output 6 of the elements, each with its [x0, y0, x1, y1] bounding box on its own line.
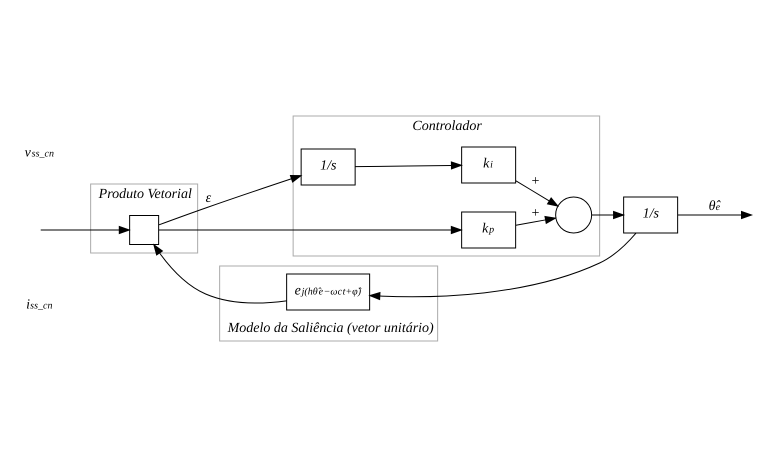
label: vss_cn	[24, 145, 54, 160]
edge-label: +	[530, 206, 540, 221]
edge-label: ε	[206, 190, 212, 206]
label: iss_cn	[26, 297, 52, 312]
edge-label: θ̂e	[708, 198, 720, 214]
edge-label: +	[530, 174, 540, 189]
